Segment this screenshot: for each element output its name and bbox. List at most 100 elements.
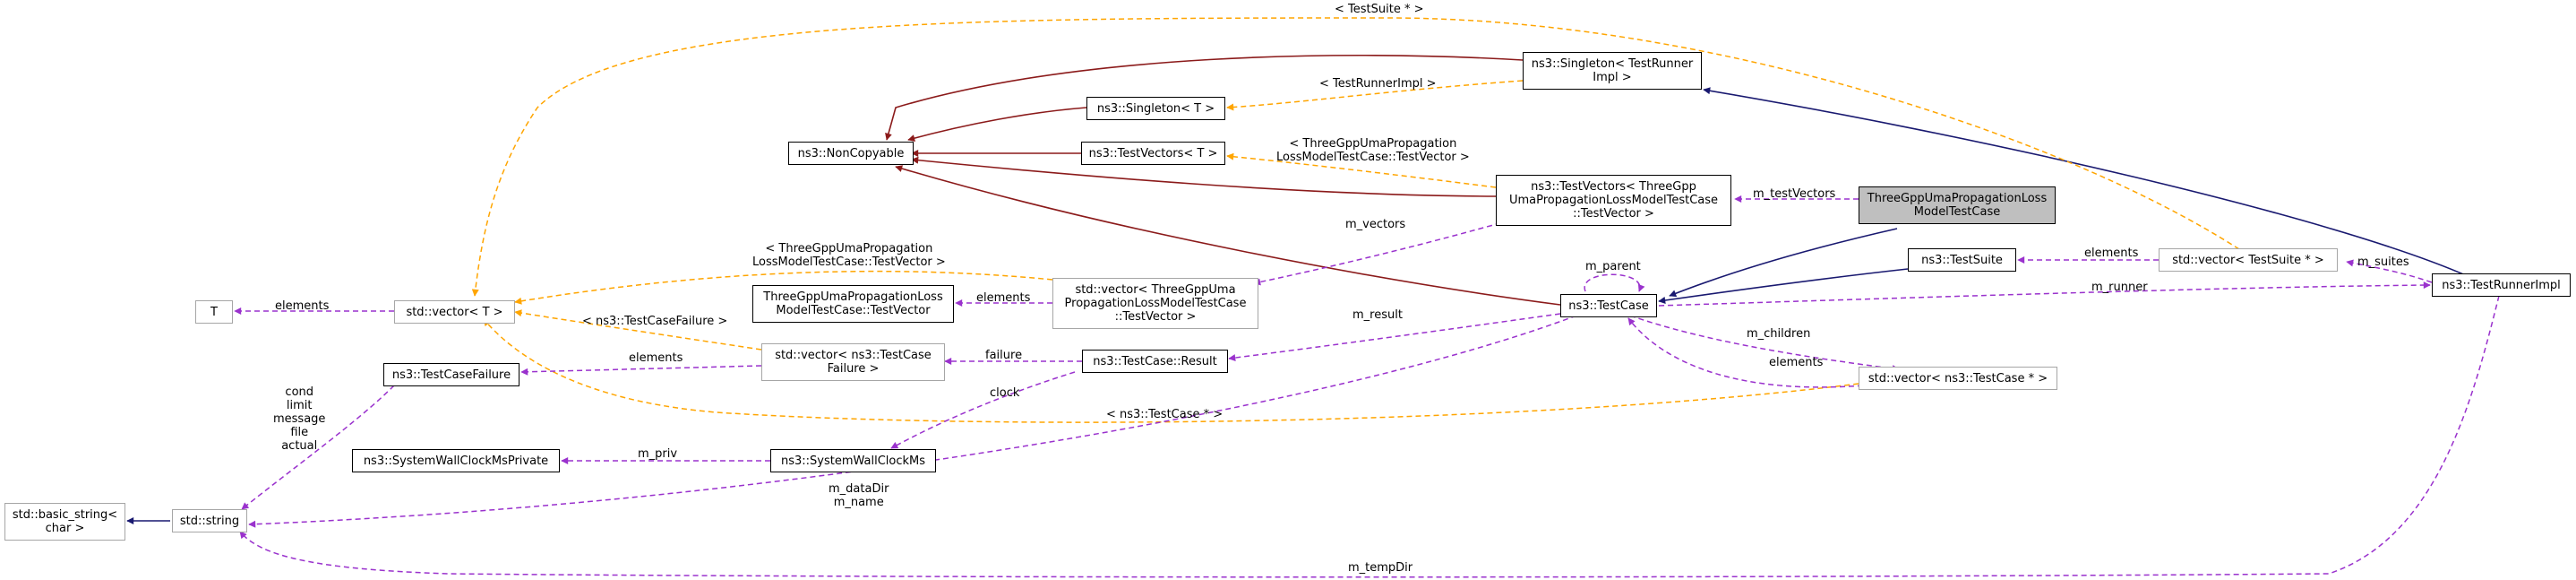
node-label: ::TestVector > [1114, 310, 1197, 324]
edge-wallclock-to-result [890, 371, 1076, 449]
node-label: ns3::TestCase [1568, 299, 1649, 313]
node-vector-threegpp-testvector[interactable]: std::vector< ThreeGppUma PropagationLoss… [1052, 278, 1258, 329]
edge-label-testsuite-ptr: < TestSuite * > [1335, 3, 1424, 16]
edge-testcase-to-vector-testcase [1629, 315, 1900, 373]
node-testsuite[interactable]: ns3::TestSuite [1908, 248, 2016, 272]
node-vector-t[interactable]: std::vector< T > [394, 300, 515, 324]
node-testrunnerimpl[interactable]: ns3::TestRunnerImpl [2432, 273, 2571, 297]
node-vector-testcasefailure[interactable]: std::vector< ns3::TestCase Failure > [761, 343, 945, 381]
edge-label-elements-failure: elements [629, 351, 683, 365]
node-label: ns3::TestVectors< T > [1088, 146, 1218, 160]
edge-testcase-to-noncopyable [895, 165, 1561, 306]
edge-label-testrunnerimpl-template: < TestRunnerImpl > [1319, 77, 1437, 91]
node-t[interactable]: T [195, 300, 233, 324]
edge-label-m-result: m_result [1352, 308, 1403, 322]
edge-label-m-testvectors: m_testVectors [1753, 187, 1836, 201]
node-label: std::vector< ThreeGppUma [1075, 283, 1236, 297]
node-label: PropagationLossModelTestCase [1064, 297, 1247, 310]
edge-vector-testcase-to-testcase [1627, 317, 1864, 388]
node-label: ThreeGppUmaPropagationLoss [763, 290, 943, 304]
node-label: ns3::NonCopyable [797, 146, 905, 160]
node-label: ThreeGppUmaPropagationLoss [1867, 192, 2048, 205]
edge-testcasefailure-to-vector-failure [520, 365, 762, 376]
node-label: ns3::SystemWallClockMs [780, 454, 926, 468]
node-label: Failure > [827, 362, 880, 376]
node-vector-testsuite[interactable]: std::vector< TestSuite * > [2159, 248, 2338, 272]
edge-testrunnerimpl-to-singleton [1703, 87, 2469, 277]
node-testcase[interactable]: ns3::TestCase [1560, 294, 1657, 317]
edge-label-elements-t: elements [275, 299, 330, 313]
edge-label-m-runner: m_runner [2091, 281, 2148, 294]
node-label: T [210, 305, 218, 319]
node-systemwallclockms[interactable]: ns3::SystemWallClockMs [770, 449, 936, 472]
node-label: ModelTestCase [1913, 205, 2001, 219]
node-label: char > [45, 522, 85, 535]
edge-label-m-tempdir: m_tempDir [1348, 561, 1413, 575]
node-label: ::TestVector > [1573, 207, 1654, 221]
node-label: std::vector< ns3::TestCase * > [1868, 371, 2048, 385]
edge-label-elements-threegpp: elements [976, 291, 1031, 305]
edge-result-to-testcase [1228, 313, 1561, 362]
edge-label-failure: failure [985, 349, 1023, 362]
edge-string-to-testrunnerimpl [239, 295, 2500, 578]
edge-vector-testsuite-to-testrunnerimpl [2346, 259, 2433, 283]
node-label: ns3::TestCase::Result [1093, 354, 1217, 368]
node-label: std::vector< ns3::TestCase [775, 349, 932, 362]
node-label: ModelTestCase::TestVector [776, 304, 931, 317]
edge-vector-threegpp-to-testvectors-spec [1253, 220, 1510, 286]
edge-label-testcase-ptr: < ns3::TestCase * > [1106, 408, 1224, 421]
edge-label-elements-suite: elements [2084, 247, 2139, 260]
node-singleton-testrunnerimpl[interactable]: ns3::Singleton< TestRunner Impl > [1523, 52, 1702, 90]
node-testvectors-t[interactable]: ns3::TestVectors< T > [1081, 142, 1225, 165]
node-basic-string[interactable]: std::basic_string< char > [4, 503, 125, 541]
node-testcase-result[interactable]: ns3::TestCase::Result [1082, 350, 1228, 373]
edge-string-to-testcase [248, 315, 1577, 528]
edge-testvectors-spec-to-testvectors-t [1226, 152, 1497, 188]
edge-vector-testcase-to-vector-t [483, 318, 1859, 423]
node-threegpp-testvector[interactable]: ThreeGppUmaPropagationLoss ModelTestCase… [752, 285, 954, 323]
node-label: std::string [179, 514, 240, 528]
edge-singleton-t-to-noncopyable [907, 107, 1087, 142]
edge-singleton-runner-to-noncopyable [885, 54, 1524, 141]
edge-label-m-suites: m_suites [2357, 255, 2409, 269]
edge-testvectors-spec-to-noncopyable [911, 156, 1497, 197]
edge-label-clock: clock [990, 386, 1020, 400]
edge-testsuite-to-testcase [1658, 268, 1909, 304]
node-singleton-t[interactable]: ns3::Singleton< T > [1086, 97, 1225, 120]
edge-string-to-testcasefailure [241, 385, 395, 510]
edge-vector-threegpp-to-vector-t [514, 270, 1053, 305]
node-label: ns3::SystemWallClockMsPrivate [363, 454, 549, 468]
node-label: std::basic_string< [12, 508, 118, 522]
edge-testrunnerimpl-to-testcase [1658, 281, 2431, 307]
edge-testcase-self-parent [1584, 273, 1645, 292]
node-label: ns3::TestSuite [1921, 253, 2003, 267]
node-testvectors-threegpp[interactable]: ns3::TestVectors< ThreeGpp UmaPropagatio… [1496, 175, 1731, 226]
edge-singleton-runner-to-singleton-t [1226, 80, 1524, 111]
edge-label-m-parent: m_parent [1585, 260, 1641, 273]
node-label: ns3::Singleton< T > [1096, 101, 1215, 116]
edge-label-elements-testcase: elements [1769, 356, 1824, 369]
node-string[interactable]: std::string [172, 509, 247, 532]
node-label: std::vector< T > [406, 305, 503, 319]
node-label: UmaPropagationLossModelTestCase [1508, 194, 1719, 207]
node-label: ns3::TestVectors< ThreeGpp [1531, 180, 1696, 194]
node-threegpp-uma-testcase[interactable]: ThreeGppUmaPropagationLoss ModelTestCase [1859, 186, 2056, 224]
node-testcasefailure[interactable]: ns3::TestCaseFailure [383, 363, 519, 386]
edge-threegpp-to-testcase [1669, 228, 1898, 298]
node-label: ns3::Singleton< TestRunner [1531, 57, 1694, 71]
node-vector-testcase-ptr[interactable]: std::vector< ns3::TestCase * > [1859, 367, 2057, 390]
edge-label-testcasefailure-template: < ns3::TestCaseFailure > [582, 315, 728, 328]
node-noncopyable[interactable]: ns3::NonCopyable [788, 142, 914, 165]
node-label: Impl > [1593, 71, 1632, 84]
node-systemwallclockmsprivate[interactable]: ns3::SystemWallClockMsPrivate [352, 449, 560, 472]
node-label: ns3::TestCaseFailure [391, 368, 511, 382]
edge-label-m-priv: m_priv [638, 447, 678, 461]
node-label: ns3::TestRunnerImpl [2442, 278, 2561, 292]
node-label: std::vector< TestSuite * > [2172, 253, 2324, 267]
edge-label-m-vectors: m_vectors [1345, 218, 1406, 231]
